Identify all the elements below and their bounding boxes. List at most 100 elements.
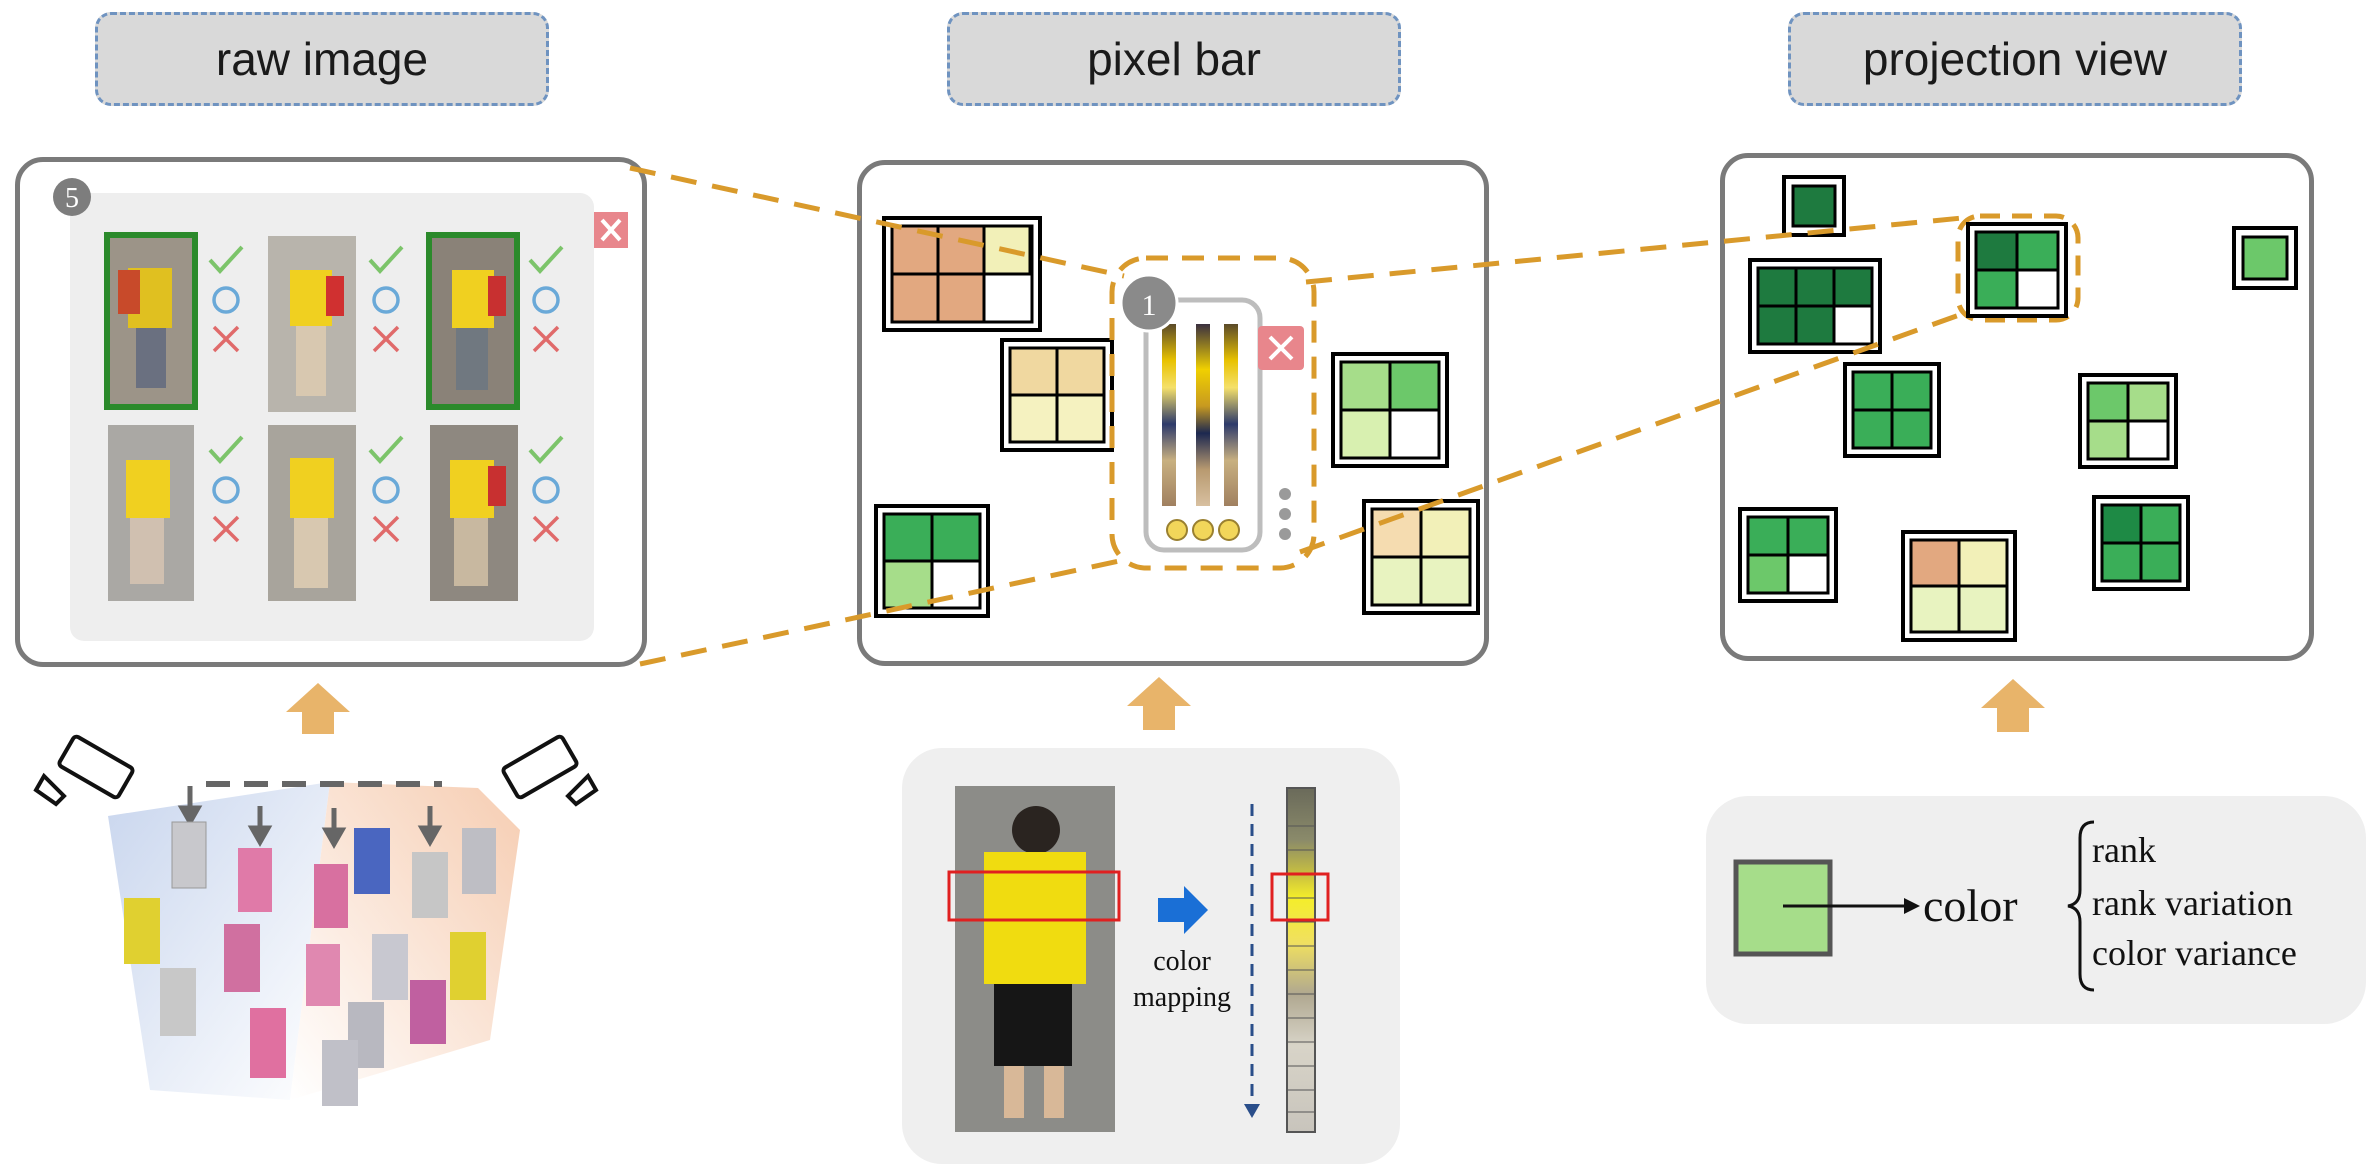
legend-arrowhead <box>1904 898 1920 914</box>
legend-item-rank: rank <box>2092 830 2156 870</box>
proj-glyph <box>1738 507 1838 603</box>
glyph-pale-right <box>1362 499 1480 615</box>
person-leg <box>1044 1066 1064 1118</box>
circle-icon[interactable] <box>372 476 400 504</box>
person-pants <box>994 984 1072 1066</box>
glyph-lightgreen-right <box>1331 352 1449 468</box>
proj-glyph-highlighted <box>1955 213 2081 323</box>
person-shirt <box>290 270 332 326</box>
person-backpack <box>488 276 506 316</box>
circle-icon[interactable] <box>212 286 240 314</box>
legend-item-color-variance: color variance <box>2092 933 2297 973</box>
close-icon-glyph <box>1268 335 1294 361</box>
circle-icon[interactable] <box>532 476 560 504</box>
person-shirt <box>290 458 334 518</box>
person-shirt <box>452 270 494 328</box>
cross-icon[interactable] <box>372 515 400 543</box>
person-shirt <box>984 852 1086 984</box>
person-legs <box>136 328 166 388</box>
circle-icon[interactable] <box>372 286 400 314</box>
cross-icon[interactable] <box>532 515 560 543</box>
person-shirt <box>126 460 170 518</box>
pixel-badge-number: 1 <box>1142 289 1157 322</box>
person-crops <box>124 821 496 1106</box>
check-icon[interactable] <box>208 435 244 464</box>
check-icon[interactable] <box>208 245 244 274</box>
proj-glyph <box>2232 226 2298 290</box>
proj-glyph <box>1901 530 2017 642</box>
glyph-green-left <box>874 504 990 618</box>
legend-color-label: color <box>1923 880 2018 931</box>
connector-line <box>1305 215 1963 285</box>
proj-glyph <box>1748 258 1882 354</box>
close-icon-glyph <box>600 218 622 242</box>
pixel-bar-dot[interactable] <box>1218 519 1240 541</box>
person-legs <box>296 326 326 396</box>
right-arrow-icon <box>1158 886 1208 934</box>
person-legs <box>130 518 164 584</box>
proj-glyph <box>1843 362 1941 458</box>
header-pixel-bar: pixel bar <box>947 12 1401 106</box>
raw-badge-number: 5 <box>65 183 79 214</box>
person-legs <box>456 328 488 390</box>
connector-line <box>629 165 1125 279</box>
more-icon-dot[interactable] <box>1279 508 1291 520</box>
person-leg <box>1004 1066 1024 1118</box>
color-mapping-label-2: mapping <box>1133 982 1231 1013</box>
pixel-bar-selection-box <box>1270 872 1330 922</box>
camera-icon <box>501 734 599 807</box>
camera-illustration <box>33 734 599 1106</box>
raw-image-content: 5 <box>53 178 628 641</box>
camera-icon <box>33 734 135 807</box>
selection-box <box>947 870 1121 922</box>
badge-circle <box>53 178 91 216</box>
up-arrow-icon <box>286 683 350 734</box>
glyph-tan-pale <box>1000 338 1114 452</box>
circle-icon[interactable] <box>212 476 240 504</box>
person-backpack <box>488 466 506 506</box>
person-legs <box>294 518 328 588</box>
pixel-bar-column <box>1162 324 1176 506</box>
header-raw-image-label: raw image <box>215 33 429 85</box>
check-icon[interactable] <box>528 245 564 274</box>
cross-icon[interactable] <box>372 325 400 353</box>
connector-line <box>1299 311 1963 555</box>
person-legs <box>454 518 488 586</box>
proj-glyph <box>1782 175 1846 237</box>
glyph-tan <box>882 216 1042 332</box>
down-arrows <box>177 786 443 850</box>
mapped-pixel-bar <box>1286 787 1316 1133</box>
proj-glyph <box>2092 495 2190 591</box>
person-shirt <box>450 460 494 518</box>
check-icon[interactable] <box>368 245 404 274</box>
feedback-icons <box>208 245 564 543</box>
pixel-bar-content: 1 <box>874 216 1480 618</box>
pixel-badge-circle <box>1119 273 1179 333</box>
header-raw-image: raw image <box>95 12 549 106</box>
more-icon-dot[interactable] <box>1279 488 1291 500</box>
cross-icon[interactable] <box>212 325 240 353</box>
up-arrows <box>286 677 2045 734</box>
legend-item-rank-variation: rank variation <box>2092 883 2293 923</box>
legend-brace <box>2067 820 2095 992</box>
highlight-dashed-box <box>1109 255 1317 571</box>
legend-box: color rank rank variation color variance <box>1706 796 2366 1024</box>
more-icon-dot[interactable] <box>1279 528 1291 540</box>
up-arrow-icon <box>1127 677 1191 730</box>
cross-icon[interactable] <box>532 325 560 353</box>
person-backpack <box>326 276 344 316</box>
pixel-bar-dot[interactable] <box>1192 519 1214 541</box>
person-backpack <box>118 270 140 314</box>
pixel-bar-dot[interactable] <box>1166 519 1188 541</box>
circle-icon[interactable] <box>532 286 560 314</box>
up-arrow-icon <box>1981 679 2045 732</box>
check-icon[interactable] <box>528 435 564 464</box>
scan-direction-arrowhead <box>1244 1104 1260 1118</box>
pixel-bar-column <box>1224 324 1238 506</box>
legend-background <box>1706 796 2366 1024</box>
projection-view-content <box>1738 175 2298 642</box>
dashed-connectors <box>629 165 1963 667</box>
check-icon[interactable] <box>368 435 404 464</box>
cross-icon[interactable] <box>212 515 240 543</box>
